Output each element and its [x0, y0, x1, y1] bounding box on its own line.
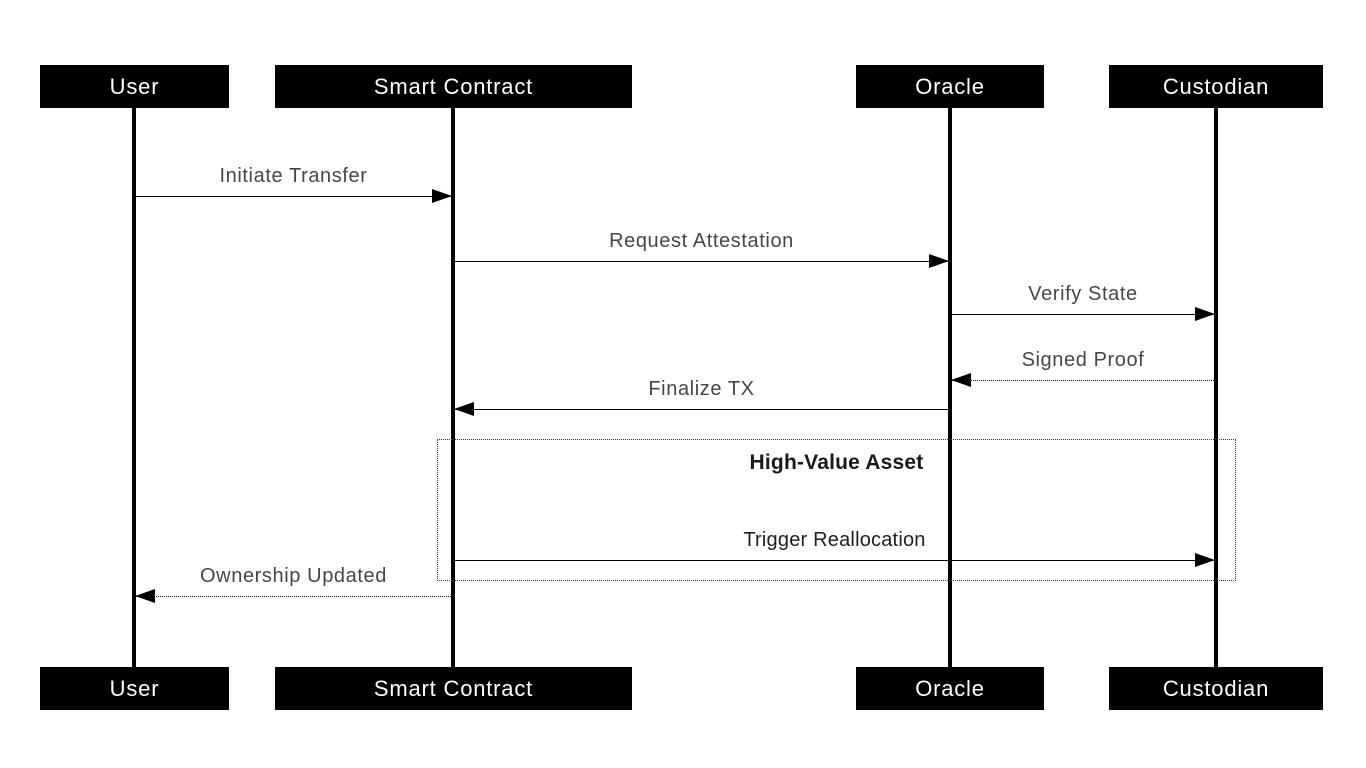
actor-label-custodian: Custodian	[1162, 73, 1270, 99]
message-request-attestation: Request Attestation	[455, 220, 949, 268]
actor-label-custodian: Custodian	[1162, 675, 1270, 701]
message-trigger-reallocation: Trigger Reallocation	[455, 519, 1215, 567]
lifeline-custodian	[1214, 108, 1218, 667]
message-label: Initiate Transfer	[219, 165, 368, 187]
message-line	[455, 560, 1214, 561]
message-label: Request Attestation	[609, 230, 794, 252]
message-label: Signed Proof	[1021, 349, 1145, 371]
actor-label-user: User	[109, 675, 160, 701]
arrowhead-left-icon	[135, 589, 155, 603]
message-line	[455, 261, 948, 262]
message-line	[455, 409, 948, 410]
actor-label-smart-contract: Smart Contract	[373, 73, 534, 99]
actor-label-smart-contract: Smart Contract	[373, 675, 534, 701]
message-initiate-transfer: Initiate Transfer	[136, 155, 452, 203]
actor-box-smart-contract-top: Smart Contract	[275, 65, 632, 108]
message-line	[952, 314, 1214, 315]
arrowhead-left-icon	[951, 373, 971, 387]
lifeline-smart-contract	[451, 108, 455, 667]
message-label: Trigger Reallocation	[743, 529, 926, 551]
message-finalize-tx: Finalize TX	[454, 368, 948, 416]
message-signed-proof: Signed Proof	[951, 339, 1214, 387]
actor-label-oracle: Oracle	[915, 675, 985, 701]
message-line-dotted	[952, 380, 1214, 381]
actor-label-user: User	[109, 73, 160, 99]
message-label: Finalize TX	[648, 378, 755, 400]
message-label: Verify State	[1028, 283, 1138, 305]
lifeline-user	[132, 108, 136, 667]
message-label: Ownership Updated	[200, 565, 387, 587]
actor-box-custodian-bottom: Custodian	[1109, 667, 1323, 710]
arrowhead-right-icon	[432, 189, 452, 203]
lifeline-oracle	[948, 108, 952, 667]
actor-box-user-bottom: User	[40, 667, 229, 710]
actor-box-oracle-bottom: Oracle	[856, 667, 1044, 710]
frame-high-value-asset: High-Value Asset	[437, 439, 1236, 581]
message-line-dotted	[136, 596, 451, 597]
actor-box-oracle-top: Oracle	[856, 65, 1044, 108]
message-verify-state: Verify State	[952, 273, 1215, 321]
arrowhead-left-icon	[454, 402, 474, 416]
message-ownership-updated: Ownership Updated	[135, 555, 451, 603]
actor-box-custodian-top: Custodian	[1109, 65, 1323, 108]
arrowhead-right-icon	[929, 254, 949, 268]
actor-label-oracle: Oracle	[915, 73, 985, 99]
arrowhead-right-icon	[1195, 553, 1215, 567]
message-line	[136, 196, 451, 197]
actor-box-smart-contract-bottom: Smart Contract	[275, 667, 632, 710]
actor-box-user-top: User	[40, 65, 229, 108]
arrowhead-right-icon	[1195, 307, 1215, 321]
frame-label: High-Value Asset	[749, 451, 924, 474]
